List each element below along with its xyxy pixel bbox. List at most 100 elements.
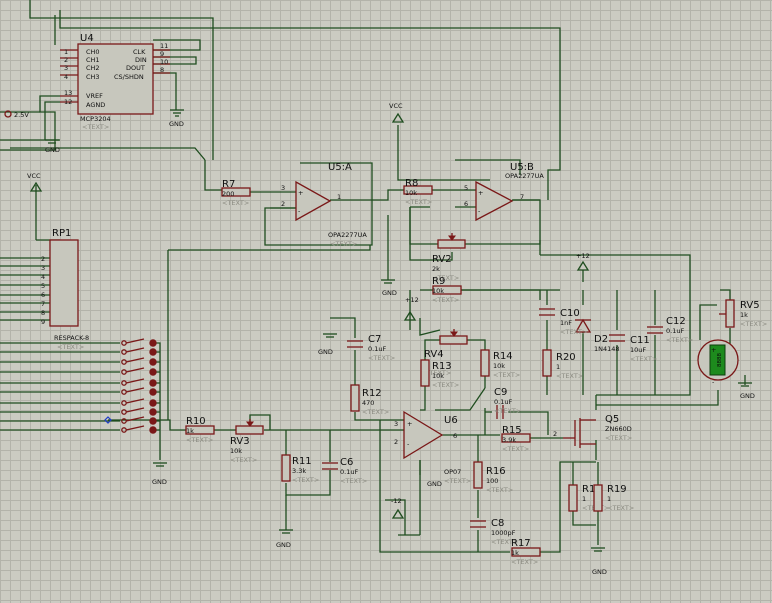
d2-diode[interactable]: D2 1N4148 — [574, 318, 620, 353]
svg-text:VCC: VCC — [389, 102, 403, 110]
c6-text: <TEXT> — [340, 477, 367, 485]
c12-text: <TEXT> — [666, 336, 693, 344]
r14-value: 10k — [493, 362, 505, 370]
c11-value: 10uF — [630, 346, 646, 354]
plus12-symbol-right: +12 — [576, 252, 590, 271]
dip-switch-4[interactable] — [121, 367, 157, 376]
u6-opamp[interactable]: + - U6 3 2 6 OP07 <TEXT> — [394, 410, 471, 485]
r20-text: <TEXT> — [556, 372, 583, 380]
svg-text:5: 5 — [464, 184, 468, 192]
c12-value: 0.1uF — [666, 327, 684, 335]
dip-switch-1[interactable] — [121, 338, 157, 347]
svg-text:7: 7 — [41, 300, 45, 308]
c6-ref: C6 — [340, 457, 353, 468]
r12-value: 470 — [362, 399, 374, 407]
c9-value: 0.1uF — [494, 398, 512, 406]
dip-switch-8[interactable] — [121, 407, 157, 416]
r20-value: 1 — [556, 363, 560, 371]
c7-component[interactable]: C70.1uF<TEXT> — [347, 334, 395, 362]
u4-pin11: 11 — [160, 42, 168, 50]
svg-text:GND: GND — [152, 478, 167, 486]
ground-symbol-c7: GND — [318, 333, 337, 356]
rp1-ref: RP1 — [52, 228, 71, 239]
dip-switch-3[interactable] — [121, 357, 157, 366]
r19-text: <TEXT> — [607, 504, 634, 512]
r17-text: <TEXT> — [511, 558, 538, 566]
ground-symbol-u6: GND — [427, 480, 442, 488]
svg-text:GND: GND — [592, 568, 607, 576]
u5b-opamp[interactable]: + - U5:B 5 6 7 OPA2277UA — [464, 162, 544, 222]
dip-switch-7[interactable] — [121, 398, 157, 407]
c9-text: <TEXT> — [494, 407, 521, 415]
r14-text: <TEXT> — [493, 371, 520, 379]
ground-symbol-ref: GND — [45, 139, 60, 154]
r16-text: <TEXT> — [486, 486, 513, 494]
u4-ch2: CH2 — [86, 64, 100, 72]
dip-switch-bank[interactable] — [121, 338, 157, 434]
svg-text:GND: GND — [318, 348, 333, 356]
svg-text:-: - — [407, 440, 410, 448]
r11-ref: R11 — [292, 456, 312, 467]
u4-ref: U4 — [80, 33, 94, 44]
ground-symbol-rv5: GND — [738, 382, 755, 400]
c12-ref: C12 — [666, 316, 686, 327]
svg-text:2: 2 — [394, 438, 398, 446]
u4-pin13: 13 — [64, 89, 72, 97]
c9-component[interactable]: C90.1uF<TEXT> — [494, 387, 521, 419]
dip-switch-10[interactable] — [121, 425, 157, 434]
dip-switch-2[interactable] — [121, 347, 157, 356]
u4-ch3: CH3 — [86, 73, 100, 81]
rp1-resistor-pack[interactable]: RP1 2 3 4 5 6 7 8 9 RESPACK-8 <TEXT> — [41, 228, 89, 351]
u4-vref: VREF — [86, 92, 103, 100]
ground-symbol-q5: GND — [591, 547, 607, 576]
c11-ref: C11 — [630, 335, 650, 346]
r16-ref: R16 — [486, 466, 506, 477]
svg-text:6: 6 — [453, 432, 457, 440]
rv2-value: 2k — [432, 265, 440, 273]
rv4-component[interactable]: RV4<TEXT> — [424, 329, 468, 377]
c7-ref: C7 — [368, 334, 381, 345]
c6-component[interactable]: C60.1uF<TEXT> — [322, 457, 367, 485]
reference-label: 2.5V — [14, 111, 29, 119]
c10-text: <TEXT> — [560, 328, 587, 336]
rv4-text: <TEXT> — [424, 369, 451, 377]
dip-switch-6[interactable] — [121, 387, 157, 396]
r13-value: 10k — [432, 372, 444, 380]
u4-adc[interactable]: U4 1 CH0 2 CH1 3 CH2 4 CH3 13 VREF 12 AG… — [60, 33, 170, 131]
u5a-opamp[interactable]: + - U5:A 3 2 1 OPA2277UA <TEXT> — [281, 162, 367, 248]
svg-text:1: 1 — [337, 193, 341, 201]
q5-mosfet[interactable]: Q5 2 ZN660D <TEXT> — [553, 414, 632, 448]
r15-ref: R15 — [502, 425, 522, 436]
rp1-part: RESPACK-8 — [54, 334, 89, 342]
seven-segment-meter[interactable]: + - 8888 — [697, 339, 739, 386]
ground-symbol-u5: GND — [381, 279, 397, 297]
dip-switch-9[interactable] — [121, 416, 157, 425]
dip-switch-5[interactable] — [121, 378, 157, 387]
u5a-part: OPA2277UA — [328, 231, 367, 239]
r19-ref: R19 — [607, 484, 627, 495]
u4-ch1: CH1 — [86, 56, 100, 64]
r11-text: <TEXT> — [292, 476, 319, 484]
ground-symbol-r11: GND — [276, 529, 293, 549]
